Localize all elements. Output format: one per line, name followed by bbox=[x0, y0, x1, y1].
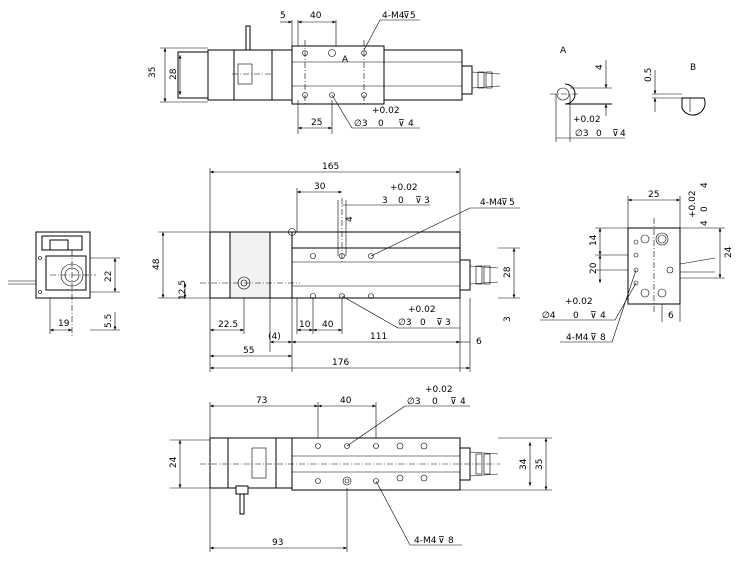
left-dim-5-5: 5.5 bbox=[104, 314, 114, 328]
top-dim-40: 40 bbox=[310, 11, 322, 21]
front-dim-30: 30 bbox=[314, 182, 326, 192]
front-low-depth-3: 3 bbox=[445, 318, 451, 328]
front-dim-111: 111 bbox=[370, 332, 387, 342]
bottom-hole-depth-8: 8 bbox=[448, 536, 454, 546]
top-dim-35: 35 bbox=[148, 67, 158, 78]
detail-a-tol: +0.02 bbox=[573, 115, 601, 125]
detail-a-depth-4: 4 bbox=[620, 129, 626, 139]
front-top-depth-sym: ⊽ bbox=[415, 196, 422, 206]
front-view: 165 30 4 +0.02 3 0 ⊽ 3 4-M4 ⊽ 5 48 12.5 … bbox=[152, 162, 520, 372]
front-low-depth-sym: ⊽ bbox=[436, 318, 443, 328]
bottom-depth-sym: ⊽ bbox=[450, 397, 457, 407]
bottom-hole-label: 4-M4 bbox=[414, 536, 437, 546]
bottom-depth-4: 4 bbox=[460, 397, 466, 407]
right-dim-24: 24 bbox=[724, 246, 734, 258]
detail-b-dim-05: 0.5 bbox=[644, 68, 654, 82]
right-depth-4: 4 bbox=[700, 182, 710, 188]
bottom-hole-depth-sym: ⊽ bbox=[438, 536, 445, 546]
front-dim-165: 165 bbox=[322, 162, 339, 172]
top-dim-25: 25 bbox=[311, 118, 322, 128]
bottom-dim-35: 35 bbox=[535, 459, 545, 470]
front-dim-10: 10 bbox=[299, 320, 311, 330]
detail-a: A 4 +0.02 ∅3 0 ⊽ 4 bbox=[550, 46, 626, 142]
bottom-dim-24: 24 bbox=[169, 456, 179, 468]
bottom-dia3: ∅3 bbox=[407, 397, 421, 407]
right-dim-25: 25 bbox=[648, 190, 659, 200]
front-top-depth-3: 3 bbox=[424, 196, 430, 206]
right-zero: 0 bbox=[700, 206, 710, 212]
front-top-3: 3 bbox=[382, 196, 388, 206]
right-dia4: ∅4 bbox=[542, 311, 556, 321]
right-dim-4: 4 bbox=[700, 220, 710, 226]
detail-a-dia3: ∅3 bbox=[575, 129, 589, 139]
front-paren-4: (4) bbox=[268, 332, 281, 342]
right-hole-label: 4-M4 bbox=[566, 333, 589, 343]
front-dim-176: 176 bbox=[332, 358, 349, 368]
front-dim-12-5: 12.5 bbox=[178, 280, 188, 300]
top-depth-4: 4 bbox=[408, 119, 414, 129]
right-hole-depth-sym: ⊽ bbox=[590, 333, 597, 343]
left-dim-19: 19 bbox=[58, 319, 70, 329]
top-view-a-marker: A bbox=[342, 55, 349, 65]
front-dim-6: 6 bbox=[476, 337, 482, 347]
bottom-view: 73 40 +0.02 ∅3 0 ⊽ 4 24 34 35 93 4-M4 ⊽ … bbox=[169, 385, 552, 552]
top-tol: +0.02 bbox=[372, 106, 400, 116]
detail-b: B 0.5 bbox=[644, 63, 706, 116]
top-dim-28: 28 bbox=[169, 68, 179, 80]
front-dim-22-5: 22.5 bbox=[218, 320, 238, 330]
detail-a-label: A bbox=[560, 46, 567, 56]
front-top-zero: 0 bbox=[398, 196, 404, 206]
front-dim-28: 28 bbox=[503, 266, 513, 278]
front-tol-low: +0.02 bbox=[408, 305, 436, 315]
front-dim-4: 4 bbox=[345, 216, 355, 222]
right-dim-14: 14 bbox=[589, 234, 599, 246]
right-hole-depth-8: 8 bbox=[600, 333, 606, 343]
front-dim-40: 40 bbox=[322, 320, 334, 330]
right-dim-20: 20 bbox=[589, 262, 599, 274]
bottom-dim-34: 34 bbox=[519, 458, 529, 470]
bottom-tol: +0.02 bbox=[425, 385, 453, 395]
right-depth-4-low: 4 bbox=[600, 311, 606, 321]
top-view: 5 40 4-M4 ⊽ 5 A 35 28 25 +0.02 ∅3 0 ⊽ 4 bbox=[148, 11, 501, 134]
top-depth-sym: ⊽ bbox=[403, 11, 410, 21]
top-dim-5: 5 bbox=[280, 11, 286, 21]
front-low-zero: 0 bbox=[420, 318, 426, 328]
left-dim-22: 22 bbox=[104, 271, 114, 282]
front-hole-label: 4-M4 bbox=[480, 198, 503, 208]
top-depth-sym2: ⊽ bbox=[398, 119, 405, 129]
detail-b-label: B bbox=[690, 63, 696, 73]
detail-a-zero: 0 bbox=[596, 129, 602, 139]
top-dia3: ∅3 bbox=[354, 119, 368, 129]
front-hole-depth-sym: ⊽ bbox=[501, 198, 508, 208]
front-tol-top: +0.02 bbox=[390, 183, 418, 193]
top-zero: 0 bbox=[378, 119, 384, 129]
right-tol: +0.02 bbox=[688, 190, 698, 218]
top-depth-5: 5 bbox=[410, 11, 416, 21]
bottom-dim-73: 73 bbox=[256, 396, 267, 406]
front-dim-48: 48 bbox=[152, 258, 162, 270]
left-view: 22 5.5 19 bbox=[8, 231, 120, 338]
right-tol-low: +0.02 bbox=[565, 297, 593, 307]
front-hole-depth-5: 5 bbox=[509, 198, 515, 208]
right-zero-low: 0 bbox=[573, 311, 579, 321]
bottom-dim-93: 93 bbox=[272, 538, 283, 548]
bottom-dim-40: 40 bbox=[340, 396, 352, 406]
front-low-dia3: ∅3 bbox=[398, 318, 412, 328]
detail-a-depth-sym: ⊽ bbox=[612, 129, 619, 139]
right-view: 25 14 20 24 +0.02 4 0 4 6 +0.02 ∅4 0 ⊽ 4… bbox=[540, 182, 734, 343]
right-depth-sym: ⊽ bbox=[590, 311, 597, 321]
right-dim-6: 6 bbox=[668, 311, 674, 321]
bottom-zero: 0 bbox=[432, 397, 438, 407]
detail-a-dim-4: 4 bbox=[595, 64, 605, 70]
top-hole-label: 4-M4 bbox=[382, 11, 405, 21]
front-dim-3: 3 bbox=[503, 316, 513, 322]
front-dim-55: 55 bbox=[243, 346, 254, 356]
